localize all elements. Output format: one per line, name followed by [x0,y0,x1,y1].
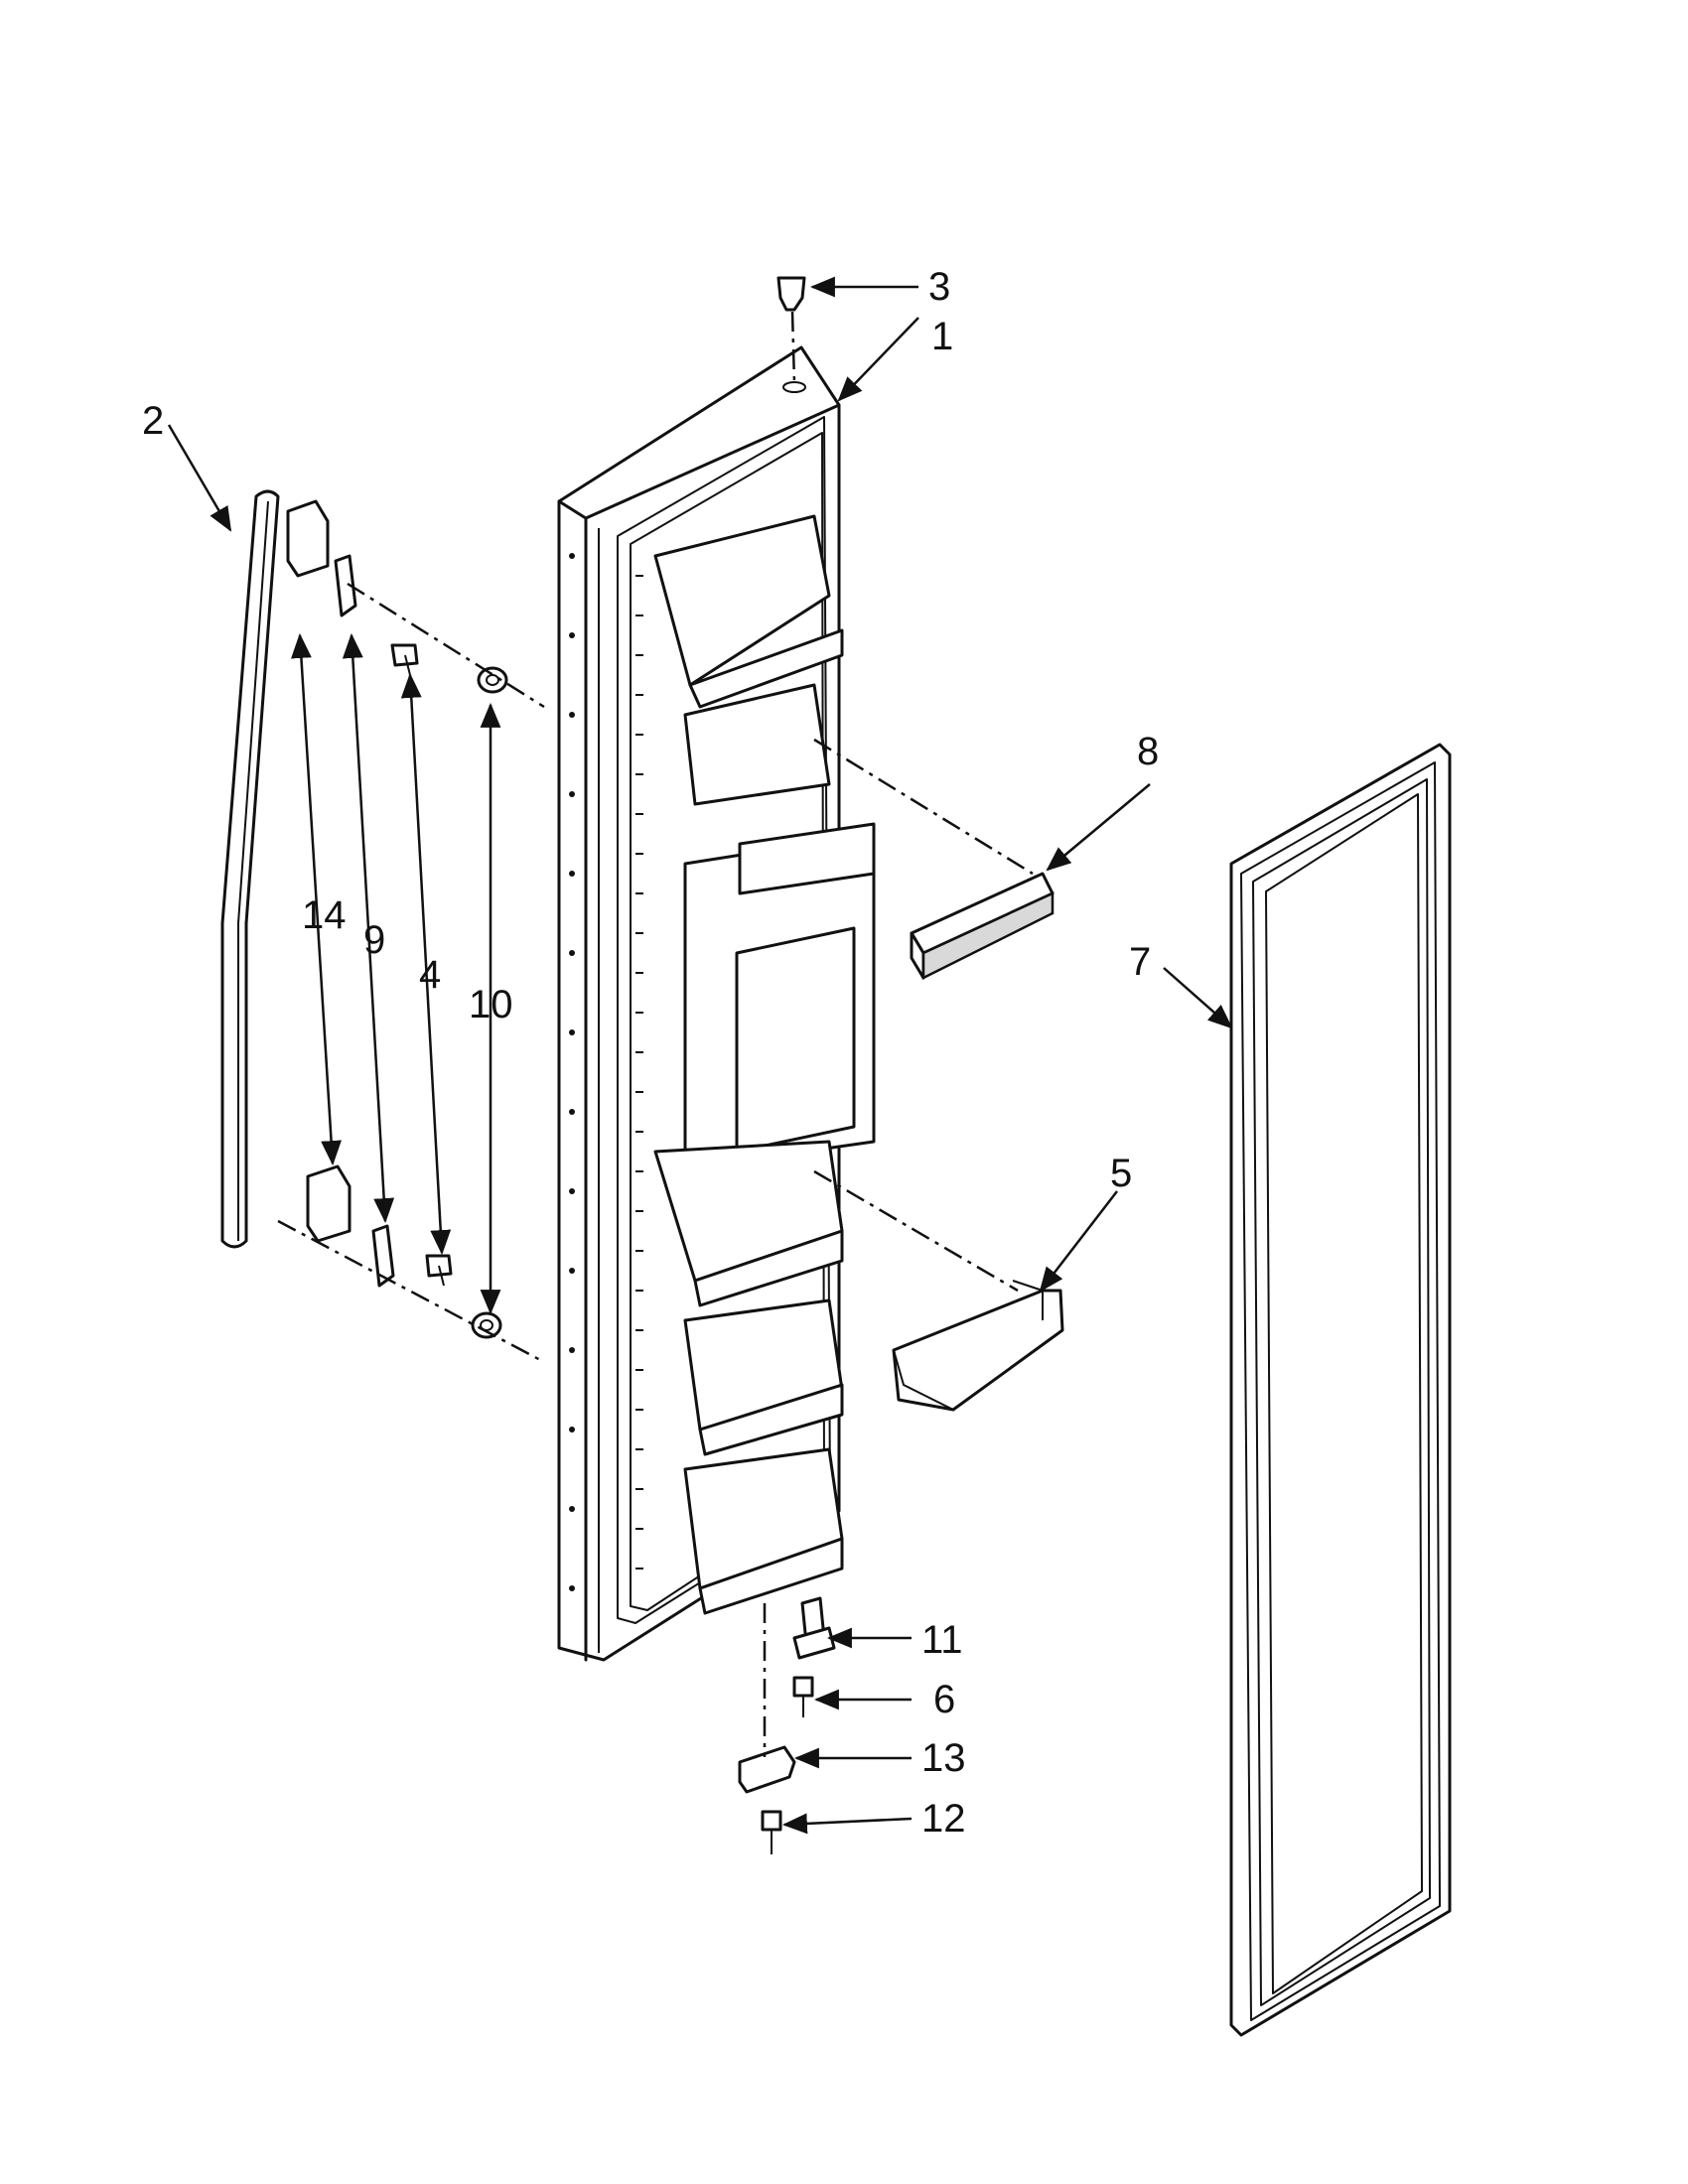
leader-14 [291,632,342,1166]
door-assembly [557,345,876,1662]
hinge-pin-bracket [792,1596,836,1660]
callout-8: 8 [1137,730,1159,773]
upper-door-plug [477,666,508,694]
hinge-screw-upper [792,1676,814,1717]
callout-4: 4 [419,953,441,997]
leader-1 [837,317,919,402]
callout-7: 7 [1129,940,1151,984]
lower-door-plug [471,1311,502,1339]
callout-1: 1 [931,315,953,358]
lower-door-shelves [653,1140,844,1615]
callout-14: 14 [302,893,347,937]
shelf-retainer-bar [813,738,1055,981]
upper-door-shelves [653,514,844,806]
hinge-screw-lower [761,1810,782,1854]
door-gasket [1229,743,1452,2037]
hinge-pin-bushing [776,276,806,384]
callout-11: 11 [921,1618,963,1662]
lower-handle-mount [277,1164,545,1364]
hinge-bracket [738,1745,796,1794]
callout-3: 3 [928,265,950,309]
gasket-channel-ticks [635,575,643,1570]
lower-mount-bracket [371,1224,395,1288]
leader-lines [167,276,1233,1835]
lower-handle-cap [306,1164,352,1243]
callout-9: 9 [363,918,385,962]
upper-handle-screw [390,643,419,676]
door-edge-holes [569,553,575,1591]
dispenser-housing [683,822,876,1163]
leader-7 [1163,967,1233,1029]
upper-handle-mount [286,499,545,709]
upper-mount-bracket [334,554,357,617]
callout-labels: 3 1 2 8 14 9 4 10 7 5 11 6 13 12 [142,265,1159,1841]
upper-handle-cap [286,499,330,578]
leader-12 [781,1813,913,1835]
leader-8 [1046,783,1151,872]
lower-handle-screw [425,1254,453,1287]
callout-2: 2 [142,399,164,443]
leader-9 [342,632,395,1224]
leader-5 [1039,1190,1118,1293]
lower-hinge-assembly [738,1596,836,1854]
leader-2 [167,424,232,532]
callout-12: 12 [921,1797,966,1841]
callout-6: 6 [933,1678,955,1721]
callout-13: 13 [921,1736,966,1780]
callout-5: 5 [1110,1152,1132,1195]
door-bin [813,1169,1064,1412]
door-handle [220,489,280,1249]
callout-10: 10 [469,983,513,1026]
leader-4 [400,672,452,1256]
